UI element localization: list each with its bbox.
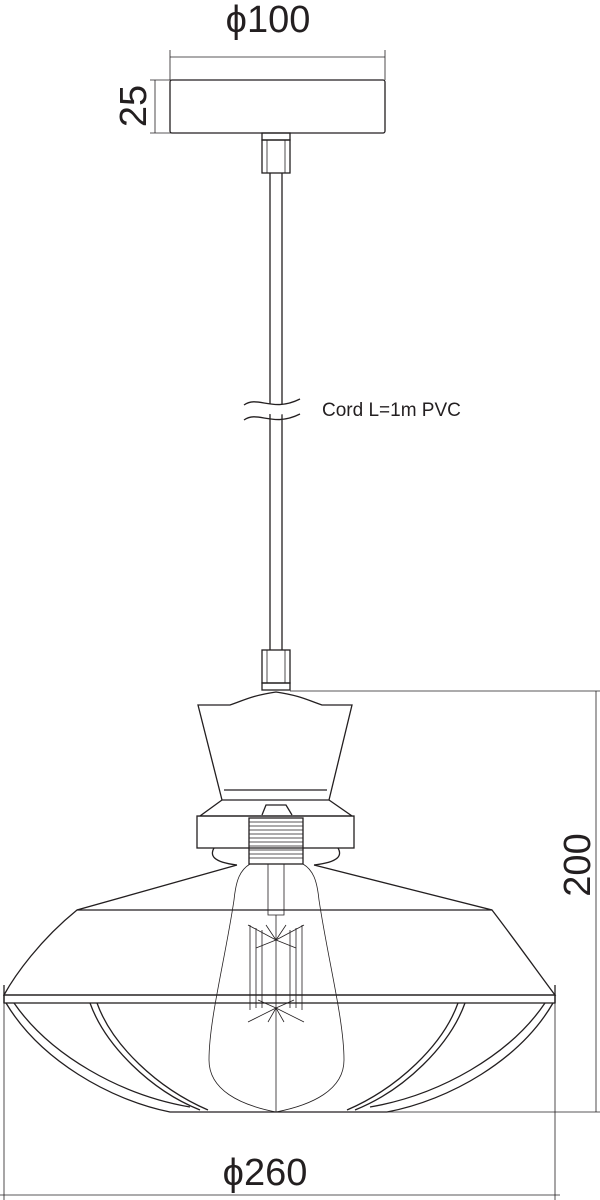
total-height-dimension: 200 (290, 690, 600, 1113)
top-cord-grip (261, 132, 291, 174)
lamp-holder-cone (197, 691, 353, 801)
collar (198, 799, 355, 817)
canopy-height-dimension: 25 (113, 79, 172, 134)
total-height-label: 200 (557, 833, 599, 896)
shade-diameter-label: ϕ260 (223, 1152, 308, 1194)
cord-label: Cord L=1m PVC (322, 400, 461, 421)
shade-diameter-dimension: ϕ260 (0, 1003, 560, 1200)
collar-ring (196, 815, 355, 849)
ceiling-canopy (169, 79, 386, 134)
canopy-diameter-label: ϕ100 (226, 0, 311, 41)
canopy-diameter-dimension: ϕ100 (169, 0, 386, 80)
wire-cage (5, 1002, 554, 1113)
canopy-height-label: 25 (113, 85, 155, 127)
lower-cord-grip (261, 649, 291, 691)
cord: Cord L=1m PVC (241, 173, 461, 650)
lamp-shade (2, 847, 557, 1004)
bulb-socket (248, 804, 304, 865)
edison-bulb (208, 863, 345, 1113)
